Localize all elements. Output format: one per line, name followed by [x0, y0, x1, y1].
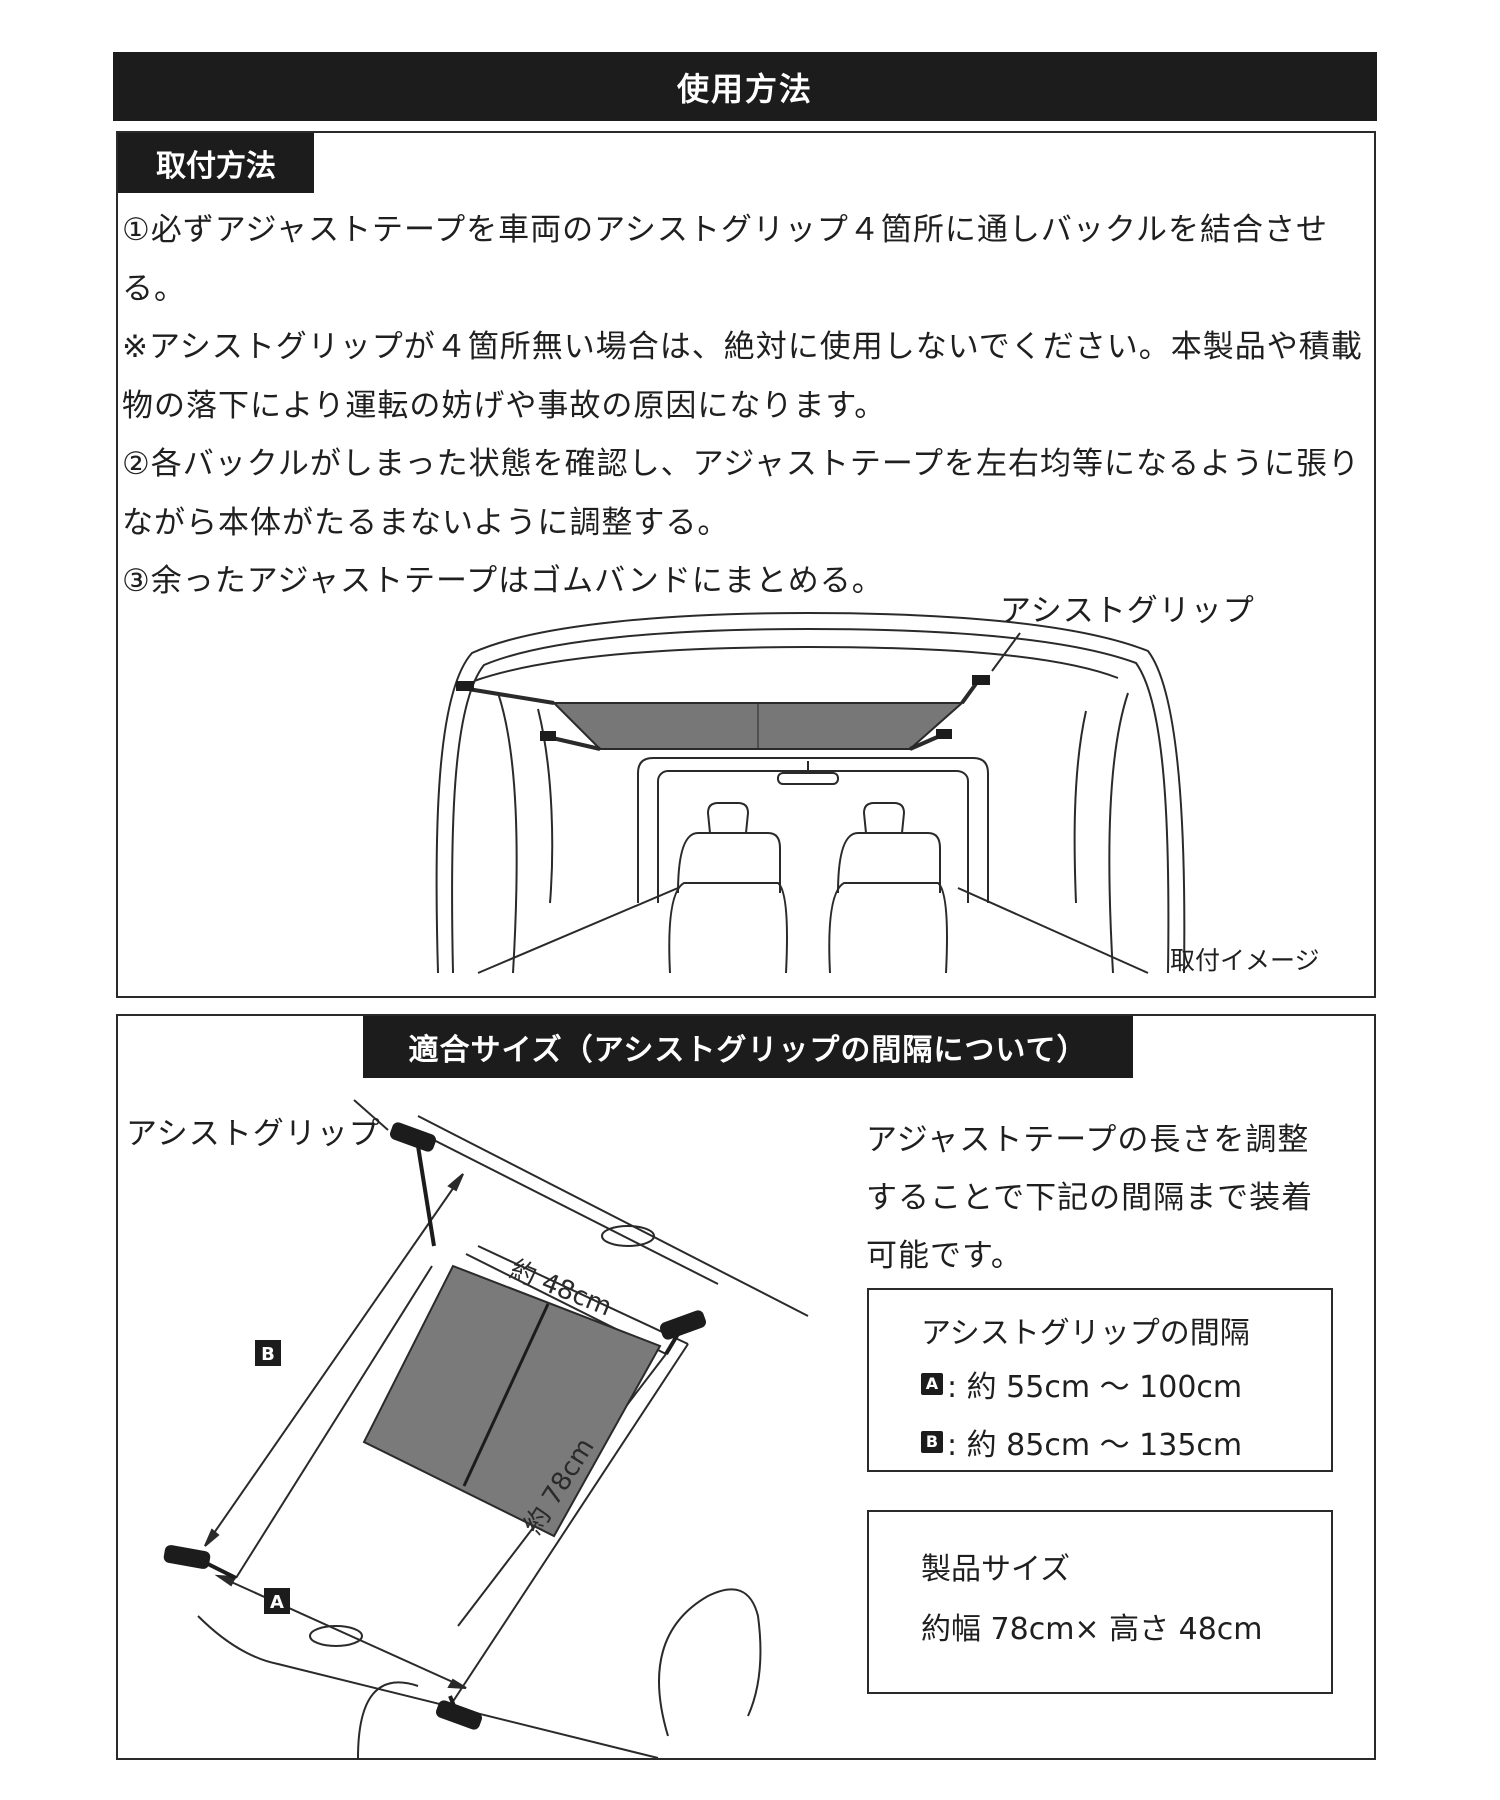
car-interior-illustration: [435, 611, 1186, 974]
marker-b: B: [255, 1340, 281, 1366]
marker-a: A: [264, 1588, 290, 1614]
net-panel: [362, 1264, 662, 1538]
spacing-a-value: : 約 55cm 〜 100cm: [947, 1370, 1243, 1405]
spacing-a-row: A : 約 55cm 〜 100cm: [921, 1362, 1242, 1406]
adjust-description: アジャストテープの長さを調整することで下記の間隔まで装着可能です。: [866, 1122, 1314, 1274]
spacing-b-row: B : 約 85cm 〜 135cm: [921, 1420, 1242, 1464]
svg-text:A: A: [270, 1592, 284, 1613]
marker-a-badge: A: [921, 1373, 943, 1395]
product-size-box: 製品サイズ 約幅 78cm× 高さ 48cm: [867, 1510, 1333, 1694]
spacing-b-value: : 約 85cm 〜 135cm: [947, 1428, 1243, 1463]
instruction-step-1: ①必ずアジャストテープを車両のアシストグリップ４箇所に通しバックルを結合させる。: [122, 212, 1328, 307]
assist-grip-label: アシストグリップ: [1000, 593, 1255, 629]
install-instructions: ①必ずアジャストテープを車両のアシストグリップ４箇所に通しバックルを結合させる。…: [122, 201, 1367, 611]
assist-grip-label: アシストグリップ: [126, 1116, 381, 1152]
product-size-title: 製品サイズ: [921, 1552, 1071, 1587]
fit-size-section: 適合サイズ（アシストグリップの間隔について）: [116, 1014, 1376, 1760]
marker-b-badge: B: [921, 1431, 943, 1453]
fit-size-diagram: B A 約 48cm 約 78cm: [163, 1099, 809, 1758]
install-tab: 取付方法: [118, 133, 314, 193]
grip-spacing-box: アシストグリップの間隔 A : 約 55cm 〜 100cm B : 約 85c…: [867, 1288, 1333, 1472]
instruction-step-3: ③余ったアジャストテープはゴムバンドにまとめる。: [122, 563, 884, 599]
page-title: 使用方法: [113, 52, 1377, 121]
instruction-step-2: ②各バックルがしまった状態を確認し、アジャストテープを左右均等になるように張りな…: [122, 446, 1360, 541]
fit-size-tab: 適合サイズ（アシストグリップの間隔について）: [363, 1016, 1133, 1078]
grip-spacing-title: アシストグリップの間隔: [921, 1316, 1250, 1351]
product-size-value: 約幅 78cm× 高さ 48cm: [921, 1612, 1263, 1647]
install-image-caption: 取付イメージ: [1170, 946, 1320, 975]
roof-net: [456, 632, 1021, 751]
svg-text:B: B: [261, 1344, 275, 1365]
install-section: 取付方法 ①必ずアジャストテープを車両のアシストグリップ４箇所に通しバックルを結…: [116, 131, 1376, 998]
instruction-warning: ※アシストグリップが４箇所無い場合は、絶対に使用しないでください。本製品や積載物…: [122, 329, 1363, 424]
